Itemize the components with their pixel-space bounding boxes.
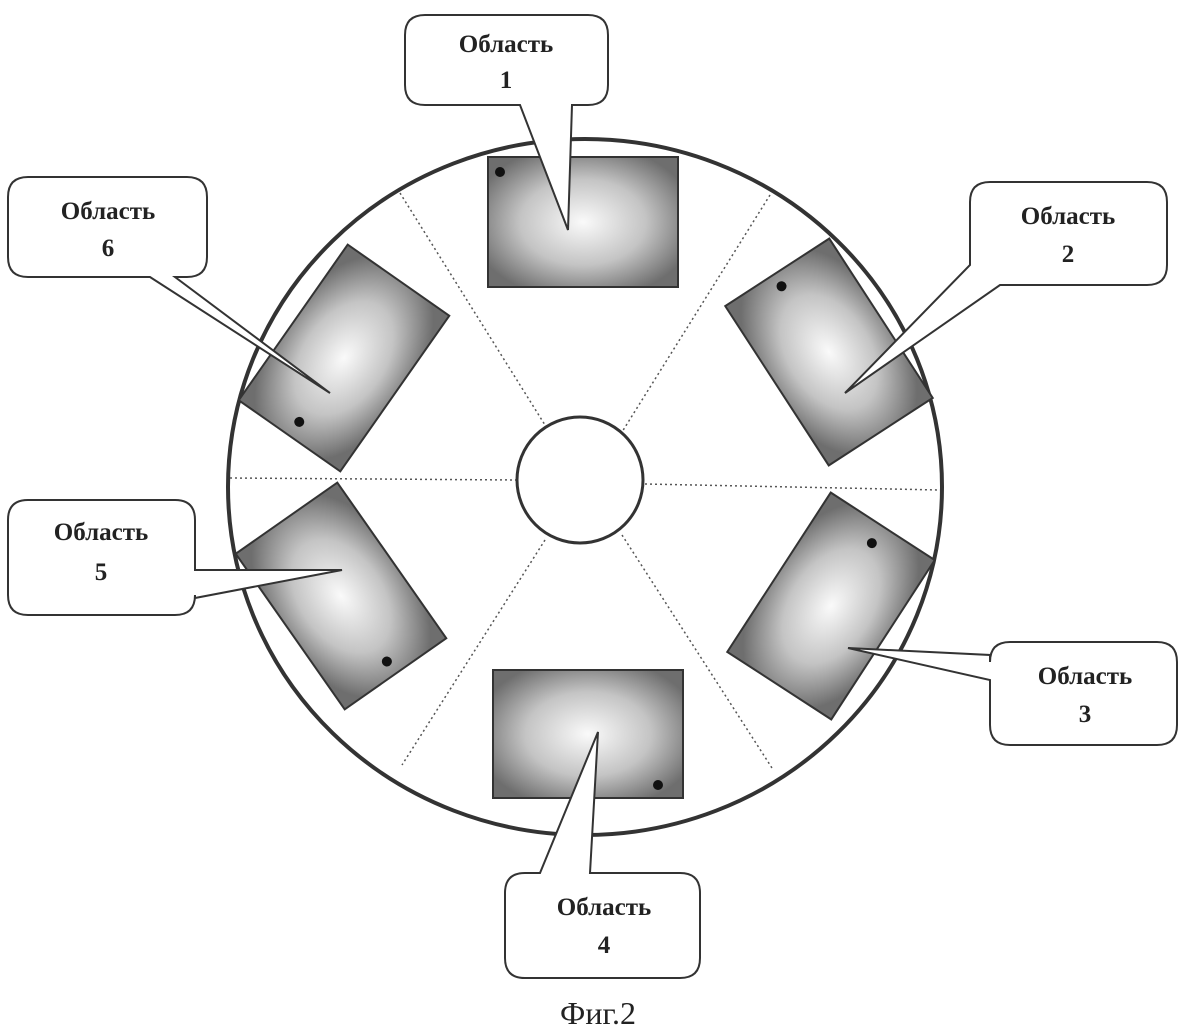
callout-3-number: 3	[1079, 701, 1092, 728]
callout-1-word: Область	[459, 31, 553, 58]
callout-3-word: Область	[1038, 663, 1132, 690]
callout-2-number: 2	[1062, 241, 1075, 268]
figure-caption: Фиг.2	[560, 995, 636, 1031]
marker-dot	[653, 780, 663, 790]
callout-5-word: Область	[54, 519, 148, 546]
callout-6-word: Область	[61, 198, 155, 225]
region-plate-1	[488, 157, 678, 287]
callout-4-word: Область	[557, 894, 651, 921]
callout-1-number: 1	[500, 67, 513, 94]
callout-4-number: 4	[598, 932, 611, 959]
callout-6	[8, 177, 330, 393]
callout-5-number: 5	[95, 559, 108, 586]
callout-3	[848, 642, 1177, 745]
callout-2-word: Область	[1021, 203, 1115, 230]
callout-6-number: 6	[102, 235, 115, 262]
center-hub	[517, 417, 643, 543]
marker-dot	[495, 167, 505, 177]
